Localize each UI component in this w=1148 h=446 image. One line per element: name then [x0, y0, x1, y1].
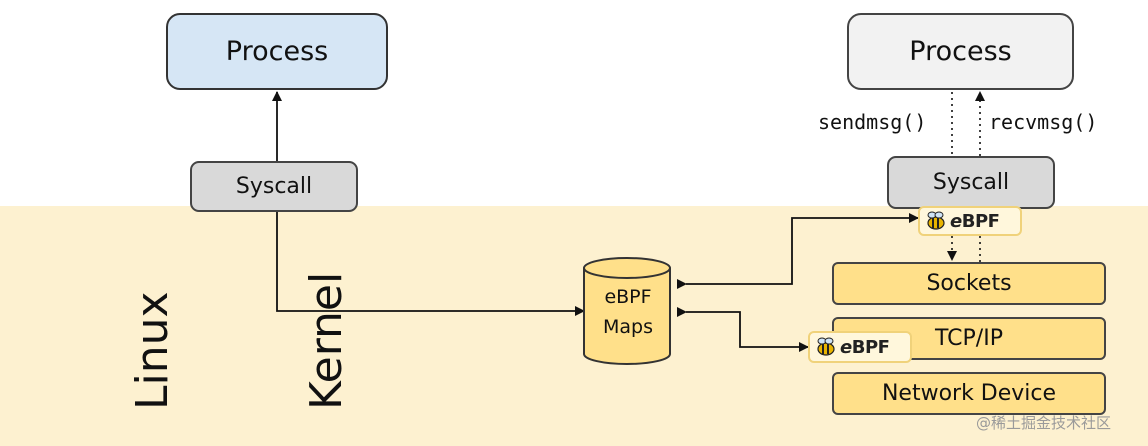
process-box-right: Process: [847, 13, 1074, 90]
ebpf-badge-tcpip: eBPF: [808, 331, 912, 363]
ebpf-maps-line1: eBPF: [604, 286, 652, 308]
maps-to-socket-ebpf-link: [677, 213, 919, 289]
sockets-box: Sockets: [832, 262, 1106, 305]
ebpf-badge-socket: eBPF: [918, 206, 1022, 236]
ebpf-badge-text: eBPF: [950, 210, 1000, 232]
ebpf-maps-cylinder: [583, 257, 671, 365]
recvmsg-label: recvmsg(): [989, 110, 1098, 134]
watermark: @稀土掘金技术社区: [976, 414, 1112, 432]
maps-to-tcpip-ebpf-link: [677, 307, 809, 352]
ebpf-maps-line2: Maps: [603, 316, 653, 338]
bee-icon: [817, 337, 835, 356]
syscall-box-left: Syscall: [190, 161, 358, 212]
network-device-box: Network Device: [832, 372, 1106, 415]
ebpf-badge-text: eBPF: [840, 336, 890, 358]
sendmsg-label: sendmsg(): [818, 110, 927, 134]
bee-icon: [927, 211, 945, 230]
syscall-box-right: Syscall: [887, 156, 1055, 209]
ebpf-maps-label: eBPF Maps: [584, 282, 672, 342]
process-box-left: Process: [166, 13, 388, 90]
syscall-to-maps-arrow: [276, 212, 585, 316]
